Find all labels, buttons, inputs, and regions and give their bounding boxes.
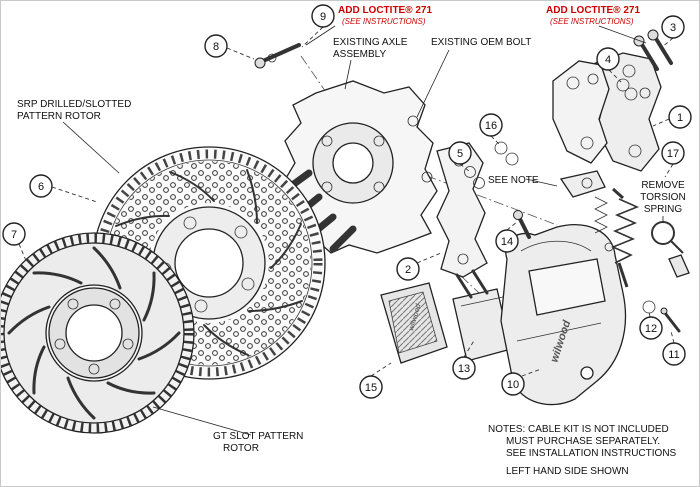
existing-axle-label-line1: EXISTING AXLE: [333, 37, 408, 48]
pad-bolts: [455, 269, 489, 299]
callout-7-number: 7: [11, 229, 17, 241]
gt-rotor-label-line1: GT SLOT PATTERN: [213, 431, 303, 442]
callout-10-number: 10: [507, 379, 519, 391]
coil-spring: [610, 187, 640, 288]
washer: [267, 53, 277, 63]
callout-16: 16: [479, 113, 503, 137]
washers-4: [616, 78, 638, 101]
callout-14: 14: [495, 229, 519, 253]
callout-15: 15: [359, 375, 383, 399]
callout-2-number: 2: [405, 264, 411, 276]
callout-9: 9: [311, 4, 335, 28]
callout-5-number: 5: [457, 148, 463, 160]
remove-torsion-label-line1: REMOVE: [641, 180, 685, 191]
callout-8-number: 8: [213, 41, 219, 53]
callout-4-number: 4: [605, 54, 611, 66]
callout-leader-lines: [18, 26, 675, 377]
callout-15-number: 15: [365, 382, 377, 394]
washers-5: [464, 166, 485, 189]
bracket-bolts-right: [633, 29, 673, 71]
washers-16: [494, 141, 519, 166]
side-shown-label: LEFT HAND SIDE SHOWN: [506, 466, 629, 477]
loctite-note-right-line2: (SEE INSTRUCTIONS): [550, 17, 634, 26]
remove-torsion-label-line3: SPRING: [644, 204, 683, 215]
callout-5: 5: [448, 141, 472, 165]
remove-torsion-label-line2: TORSION: [640, 192, 685, 203]
srp-rotor-label-line2: PATTERN ROTOR: [17, 111, 101, 122]
mount-plate: [436, 142, 488, 278]
callout-17: 17: [661, 141, 685, 165]
brake-pad-inboard: [452, 269, 512, 362]
cable-stop: [668, 254, 690, 278]
callout-1: 1: [668, 105, 692, 129]
callout-2: 2: [396, 257, 420, 281]
bolt-14: [513, 210, 531, 239]
torsion-spring: [651, 221, 684, 254]
brake-pad-outboard: wilwood: [380, 282, 448, 364]
text-labels: ADD LOCTITE® 271 (SEE INSTRUCTIONS) ADD …: [17, 5, 686, 477]
callout-12: 12: [639, 316, 663, 340]
callout-11-number: 11: [668, 349, 679, 361]
axle-hub-assembly: [282, 80, 438, 254]
notes-line3: SEE INSTALLATION INSTRUCTIONS: [506, 448, 677, 459]
oem-bolt-hole: [407, 115, 419, 127]
existing-axle-label-line2: ASSEMBLY: [333, 49, 386, 60]
gt-rotor-label-line2: ROTOR: [223, 443, 259, 454]
rotor-gt-slot: [1, 232, 195, 434]
callout-11: 11: [662, 342, 686, 366]
callout-17-number: 17: [667, 148, 679, 160]
existing-oem-bolt-label: EXISTING OEM BOLT: [431, 37, 531, 48]
callout-6-number: 6: [38, 181, 44, 193]
mount-bolt-top: [254, 43, 301, 69]
gt-slots: [7, 246, 181, 420]
rotor-vane-ring: [1, 233, 194, 433]
callout-14-number: 14: [501, 236, 513, 248]
callout-12-number: 12: [645, 323, 657, 335]
callouts: 9 8 3 4 1 16 5 17 6 7 14 2 13 15 10 12 1…: [2, 4, 692, 399]
loctite-note-left-line1: ADD LOCTITE® 271: [338, 5, 432, 16]
callout-4: 4: [596, 47, 620, 71]
callout-16-number: 16: [485, 120, 497, 132]
callout-7: 7: [2, 222, 26, 246]
gt-bolt-holes: [54, 298, 134, 375]
see-note-label: SEE NOTE: [488, 175, 539, 186]
caliper-body: wilwood: [500, 224, 627, 406]
notes-line2: MUST PURCHASE SEPARATELY.: [506, 436, 660, 447]
loctite-note-left-line2: (SEE INSTRUCTIONS): [342, 17, 426, 26]
callout-13-number: 13: [458, 363, 470, 375]
callout-1-number: 1: [677, 112, 683, 124]
parking-lever-mechanism: [559, 170, 608, 234]
callout-3: 3: [661, 15, 685, 39]
callout-6: 6: [29, 174, 53, 198]
caliper-bracket-inner: [552, 60, 610, 164]
srp-rotor-label-line1: SRP DRILLED/SLOTTED: [17, 99, 131, 110]
callout-3-number: 3: [670, 22, 676, 34]
notes-line1: NOTES: CABLE KIT IS NOT INCLUDED: [488, 424, 669, 435]
callout-8: 8: [204, 34, 228, 58]
loctite-note-right-line1: ADD LOCTITE® 271: [546, 5, 640, 16]
retainer-pin-11: [660, 307, 681, 333]
callout-13: 13: [452, 356, 476, 380]
label-leader-lines: [62, 25, 664, 436]
callout-10: 10: [501, 372, 525, 396]
callout-9-number: 9: [320, 11, 326, 23]
retainer-clip-12: [642, 300, 656, 314]
